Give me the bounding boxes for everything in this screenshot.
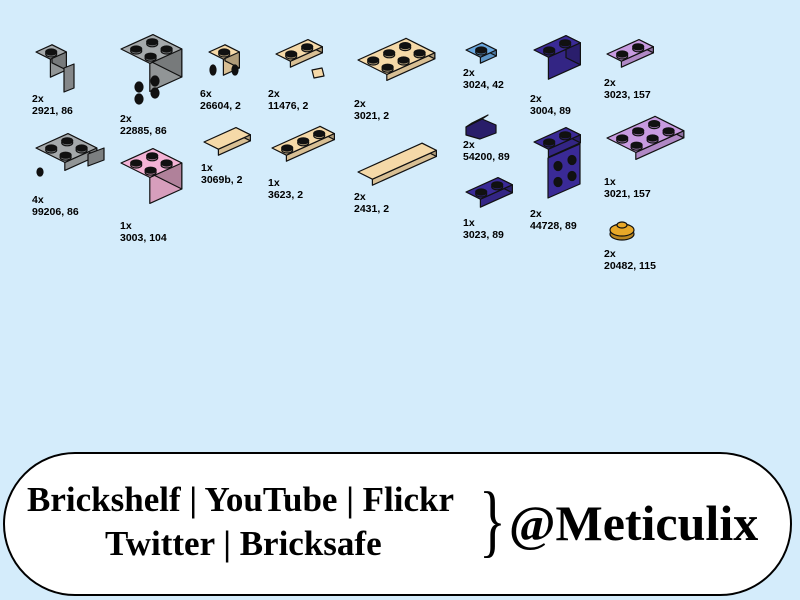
qty: 2x [354, 191, 366, 203]
part-id: 3004, 89 [530, 105, 571, 117]
part-2431-image [354, 132, 456, 190]
part-id: 3623, 2 [268, 189, 304, 201]
links-line-2[interactable]: Twitter | Bricksafe [105, 524, 382, 563]
part-id: 3021, 2 [354, 110, 390, 122]
brick-drawing [35, 44, 75, 93]
part-id: 3023, 89 [463, 229, 504, 241]
qty: 2x [120, 113, 132, 125]
brick-drawing [465, 42, 498, 64]
part-3004-image [530, 34, 592, 89]
brick-drawing [120, 33, 183, 105]
qty: 2x [530, 208, 542, 220]
part-20482-image [605, 214, 639, 246]
part-3003-image [117, 145, 197, 217]
brick-drawing [357, 37, 436, 82]
part-22885-image [117, 33, 187, 110]
author-handle: @Meticulix [509, 495, 759, 551]
qty: 1x [463, 217, 475, 229]
brick-drawing [203, 126, 252, 156]
part-id: 3003, 104 [120, 232, 167, 244]
qty: 2x [530, 93, 542, 105]
part-id: 44728, 89 [530, 220, 577, 232]
qty: 2x [604, 248, 616, 260]
part-id: 26604, 2 [200, 100, 241, 112]
brick-drawing [465, 176, 514, 208]
links-line-1[interactable]: Brickshelf | YouTube | Flickr [27, 480, 455, 519]
part-id: 99206, 86 [32, 206, 79, 218]
brick-drawing [275, 38, 325, 79]
qty: 2x [604, 77, 616, 89]
brick-drawing [271, 125, 336, 162]
part-54200-image [462, 105, 504, 140]
qty: 2x [463, 67, 475, 79]
part-3023-lavender-image [603, 36, 663, 76]
qty: 1x [201, 162, 213, 174]
part-11476-image [272, 38, 342, 80]
part-id: 3024, 42 [463, 79, 504, 91]
qty: 2x [32, 93, 44, 105]
part-id: 20482, 115 [604, 260, 656, 272]
part-3069b-image [200, 120, 262, 160]
part-id: 3069b, 2 [201, 174, 243, 186]
qty: 2x [354, 98, 366, 110]
qty: 1x [120, 220, 132, 232]
brick-drawing [609, 221, 635, 241]
part-3021-tan-image [354, 36, 454, 96]
curly-brace: } [479, 477, 506, 565]
part-3623-image [268, 124, 350, 174]
qty: 2x [463, 139, 475, 151]
qty: 4x [32, 194, 44, 206]
brick-drawing [120, 147, 183, 205]
qty: 2x [268, 88, 280, 100]
brick-drawing [606, 38, 655, 68]
qty: 6x [200, 88, 212, 100]
part-id: 3023, 157 [604, 89, 651, 101]
part-26604-image [203, 40, 248, 85]
brick-drawing [533, 126, 582, 199]
part-id: 11476, 2 [268, 100, 309, 112]
part-2921-image [30, 38, 90, 93]
part-id: 2921, 86 [32, 105, 73, 117]
part-3024-image [462, 36, 504, 66]
part-id: 3021, 157 [604, 188, 651, 200]
brick-drawing [533, 35, 582, 80]
brick-drawing [606, 115, 685, 161]
part-id: 22885, 86 [120, 125, 167, 137]
brick-drawing [465, 114, 497, 140]
part-id: 54200, 89 [463, 151, 510, 163]
qty: 1x [268, 177, 280, 189]
part-id: 2431, 2 [354, 203, 390, 215]
part-3023-blue-image [462, 174, 524, 216]
social-links-banner: Brickshelf | YouTube | Flickr Twitter | … [3, 452, 792, 596]
qty: 1x [604, 176, 616, 188]
part-3021-lavender-image [603, 112, 699, 174]
part-44728-image [530, 126, 592, 208]
brick-drawing [35, 133, 105, 177]
brick-drawing [357, 142, 438, 186]
part-99206-image [32, 132, 112, 187]
brick-drawing [208, 44, 241, 76]
